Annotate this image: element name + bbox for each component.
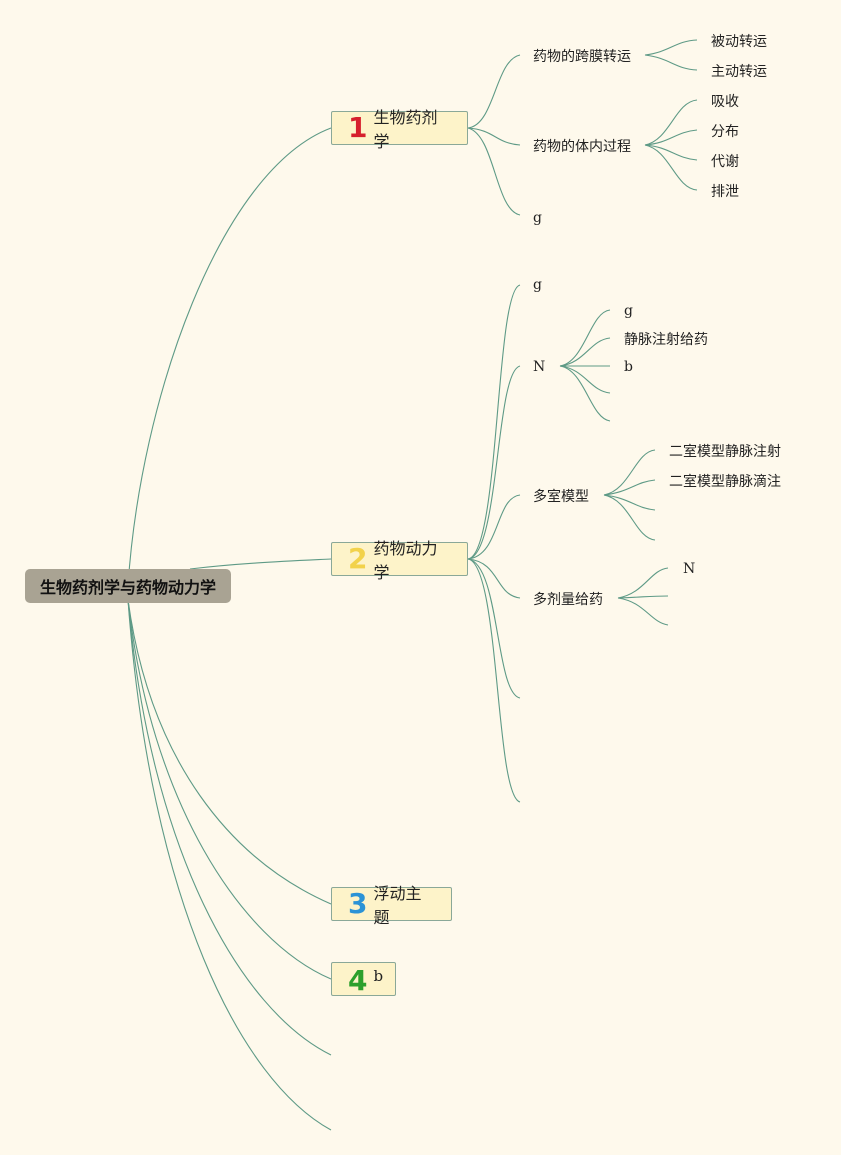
- connector-t1-a2: [644, 54, 698, 71]
- connector-t2-b1: [559, 309, 611, 367]
- main-topic-2-label: 药物动力学: [373, 539, 438, 582]
- connector-t2-c4: [603, 494, 656, 541]
- subtopic-metabolism[interactable]: 代谢: [711, 154, 739, 170]
- connector-t2-b5: [559, 365, 611, 422]
- main-topic-1-label: 生物药剂学: [373, 108, 438, 151]
- main-topic-1[interactable]: 1 生物药剂学: [331, 108, 468, 151]
- connector-t2-c: [467, 494, 521, 560]
- topic-number-3-icon: 3: [348, 887, 368, 920]
- subtopic-passive-transport[interactable]: 被动转运: [711, 34, 767, 50]
- subtopic-t2-g[interactable]: g: [533, 277, 542, 293]
- connector-t2-b: [467, 365, 521, 560]
- subtopic-multi-compartment[interactable]: 多室模型: [533, 489, 589, 505]
- subtopic-iv-injection[interactable]: 静脉注射给药: [624, 332, 708, 348]
- subtopic-membrane-transport[interactable]: 药物的跨膜转运: [533, 49, 631, 65]
- subtopic-multiple-dosing[interactable]: 多剂量给药: [533, 592, 603, 608]
- subtopic-two-compartment-infusion[interactable]: 二室模型静脉滴注: [669, 474, 781, 490]
- subtopic-absorption[interactable]: 吸收: [711, 94, 739, 110]
- connector-t2-d2: [617, 595, 669, 599]
- topic-number-1-icon: 1: [348, 111, 368, 144]
- main-topic-2[interactable]: 2 药物动力学: [331, 539, 468, 582]
- topic-number-2-icon: 2: [348, 542, 368, 575]
- subtopic-t2-n-g[interactable]: g: [624, 303, 633, 319]
- connector-t2-b2: [559, 337, 611, 367]
- connector-root-empty1: [127, 599, 332, 1056]
- connector-t2-b4: [559, 365, 611, 394]
- connector-t1-b: [467, 127, 521, 146]
- connector-t1-c: [467, 127, 521, 216]
- connector-t2-c1: [603, 449, 656, 496]
- connector-t2-e: [467, 558, 521, 699]
- main-topic-3-label: 浮动主题: [373, 884, 422, 927]
- connector-t2-c2: [603, 479, 656, 496]
- connector-t2-d3: [617, 597, 669, 626]
- connector-t1-a: [467, 54, 521, 129]
- connector-root-topic3: [127, 599, 332, 905]
- connector-t1-b4: [644, 144, 698, 191]
- connector-t1-b2: [644, 129, 698, 146]
- connector-t2-a: [467, 284, 521, 560]
- connector-t2-d: [467, 558, 521, 599]
- subtopic-t2-d-n[interactable]: N: [683, 561, 696, 577]
- main-topic-4-label: b: [373, 967, 384, 985]
- subtopic-t1-g[interactable]: g: [533, 210, 542, 226]
- topic-number-4-icon: 4: [348, 964, 368, 997]
- subtopic-t2-n[interactable]: N: [533, 359, 546, 375]
- connector-t2-f: [467, 558, 521, 803]
- connector-root-topic1: [127, 127, 332, 587]
- connector-t2-c3: [603, 494, 656, 511]
- subtopic-two-compartment-injection[interactable]: 二室模型静脉注射: [669, 444, 781, 460]
- subtopic-t2-n-b[interactable]: b: [624, 359, 633, 375]
- central-topic-label: 生物药剂学与药物动力学: [39, 578, 216, 597]
- connector-root-empty2: [127, 599, 332, 1131]
- subtopic-distribution[interactable]: 分布: [711, 124, 739, 140]
- central-topic[interactable]: 生物药剂学与药物动力学: [25, 569, 231, 603]
- connector-t2-d1: [617, 567, 669, 599]
- main-topic-4[interactable]: 4 b: [331, 962, 396, 996]
- subtopic-excretion[interactable]: 排泄: [711, 184, 739, 200]
- connector-t1-b1: [644, 99, 698, 146]
- connector-root-topic4: [127, 599, 332, 980]
- subtopic-active-transport[interactable]: 主动转运: [711, 64, 767, 80]
- connector-root-topic2: [189, 558, 332, 570]
- connector-t1-a1: [644, 39, 698, 56]
- main-topic-3[interactable]: 3 浮动主题: [331, 884, 452, 927]
- connector-t1-b3: [644, 144, 698, 161]
- subtopic-in-vivo-process[interactable]: 药物的体内过程: [533, 139, 631, 155]
